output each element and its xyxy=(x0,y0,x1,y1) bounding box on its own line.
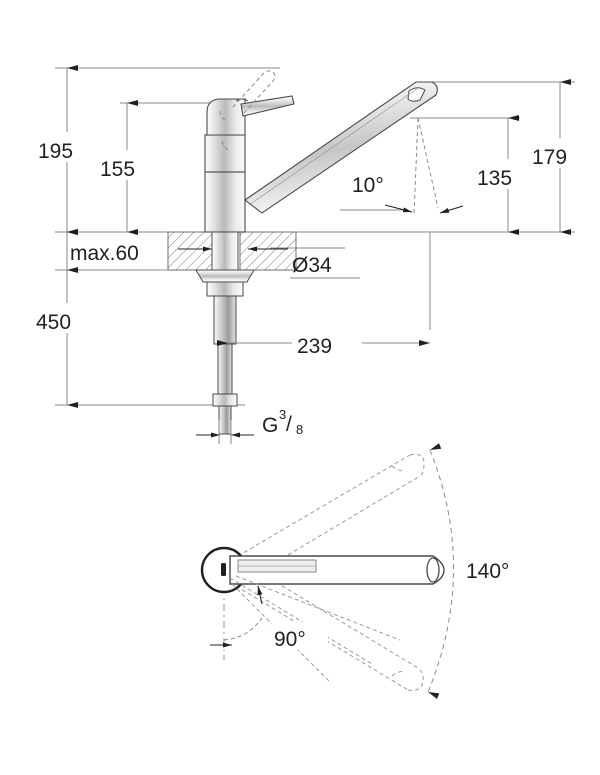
dimension-max60: max.60 xyxy=(66,229,139,273)
dimension-hole-diameter-label: Ø34 xyxy=(292,254,332,277)
spout-ghost-upper xyxy=(237,453,425,581)
thread-fraction-slash: / xyxy=(286,413,292,436)
dimension-140deg: 140° xyxy=(427,443,544,699)
dimension-450: 450 xyxy=(34,229,96,408)
thread-denominator: 8 xyxy=(296,422,303,437)
dimension-179: 179 xyxy=(528,79,592,235)
elevation-view: 195 155 max.60 450 xyxy=(34,65,592,444)
dimension-195: 195 xyxy=(34,65,96,235)
dimension-239: 239 xyxy=(217,328,430,358)
thread-label-g: G xyxy=(262,414,278,437)
dimension-135: 135 xyxy=(474,115,536,235)
mounting-hardware xyxy=(195,231,255,435)
plan-spout xyxy=(229,555,445,585)
dimension-140deg-label: 140° xyxy=(466,560,509,583)
dimension-90deg: 90° xyxy=(210,575,401,683)
plan-view: 140° 90° xyxy=(200,443,544,699)
dimension-max60-label: max.60 xyxy=(70,242,139,265)
dimension-179-label: 179 xyxy=(532,146,567,169)
faucet-body xyxy=(204,95,295,233)
thread-numerator: 3 xyxy=(279,407,286,422)
dimension-135-label: 135 xyxy=(477,167,512,190)
dimension-195-label: 195 xyxy=(38,140,73,163)
dimension-155-label: 155 xyxy=(100,158,135,181)
dimension-thread: G 3 / 8 xyxy=(196,407,303,444)
dimension-450-label: 450 xyxy=(36,311,71,334)
dimension-155: 155 xyxy=(96,100,158,235)
dimension-10deg-label: 10° xyxy=(352,174,384,197)
spout xyxy=(244,81,438,214)
dimension-10deg: 10° xyxy=(340,117,464,215)
dimension-hole-diameter: Ø34 xyxy=(292,254,332,277)
lever-raised-ghost xyxy=(219,70,276,151)
worktop-section xyxy=(167,231,297,271)
dimension-239-label: 239 xyxy=(297,335,332,358)
dimension-90deg-label: 90° xyxy=(274,628,306,651)
